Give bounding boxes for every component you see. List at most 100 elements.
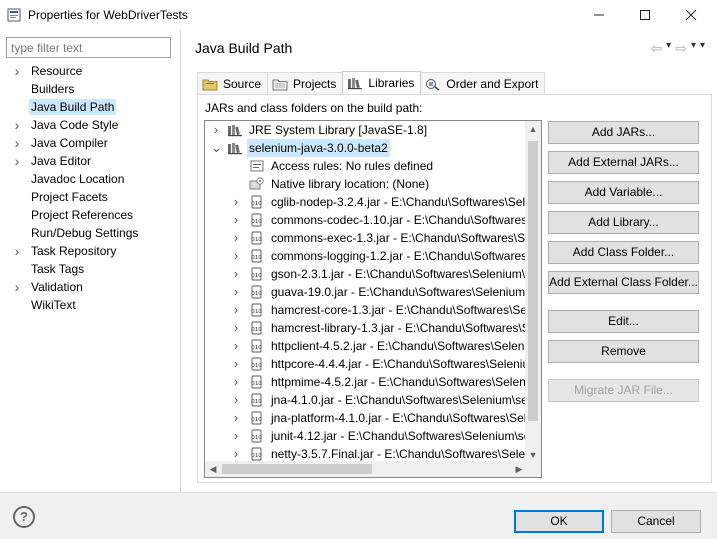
chevron-right-icon[interactable]: › [233, 302, 239, 317]
scroll-down-icon[interactable]: ▼ [528, 450, 538, 460]
chevron-right-icon[interactable]: › [14, 243, 20, 259]
library-row[interactable]: Native library location: (None) [205, 175, 527, 193]
nav-item[interactable]: › Java Compiler [0, 134, 181, 152]
nav-item[interactable]: › Task Repository [0, 242, 181, 260]
chevron-right-icon[interactable]: › [233, 356, 239, 371]
nav-item[interactable]: Run/Debug Settings [0, 224, 181, 242]
view-menu-icon[interactable]: ▾ [699, 40, 705, 51]
library-row-label: jna-platform-4.1.0.jar - E:\Chandu\Softw… [271, 411, 527, 425]
add-variable-button[interactable]: Add Variable... [548, 181, 699, 204]
add-external-class-folder-button[interactable]: Add External Class Folder... [548, 271, 699, 294]
scroll-up-icon[interactable]: ▲ [528, 124, 538, 134]
library-row-label: httpmime-4.5.2.jar - E:\Chandu\Softwares… [271, 375, 527, 389]
nav-item[interactable]: › Java Editor [0, 152, 181, 170]
minimize-button[interactable] [577, 0, 621, 30]
add-library-button[interactable]: Add Library... [548, 211, 699, 234]
chevron-right-icon[interactable]: › [233, 392, 239, 407]
chevron-right-icon[interactable]: › [233, 338, 239, 353]
nav-item[interactable]: Project References [0, 206, 181, 224]
chevron-right-icon[interactable]: › [233, 284, 239, 299]
nav-item-label: Project Facets [31, 190, 108, 204]
library-row[interactable]: ⌄selenium-java-3.0.0-beta2 [205, 139, 527, 157]
nav-item-label: Task Repository [31, 244, 117, 258]
nav-item[interactable]: WikiText [0, 296, 181, 314]
vertical-scroll-thumb[interactable] [528, 141, 538, 421]
chevron-right-icon[interactable]: › [14, 279, 20, 295]
chevron-right-icon[interactable]: › [233, 194, 239, 209]
forward-arrow-icon[interactable]: ⇨ [675, 40, 687, 56]
tab-projects[interactable]: Projects [267, 72, 344, 94]
filter-input[interactable] [6, 37, 171, 58]
horizontal-scroll-thumb[interactable] [222, 464, 372, 474]
forward-dropdown-icon[interactable]: ▾ [690, 40, 696, 51]
migrate-jar-button[interactable]: Migrate JAR File... [548, 379, 699, 402]
library-row[interactable]: Access rules: No rules defined [205, 157, 527, 175]
minimize-icon [594, 14, 604, 16]
chevron-right-icon[interactable]: › [14, 117, 20, 133]
back-dropdown-icon[interactable]: ▾ [666, 40, 672, 51]
nav-item[interactable]: Task Tags [0, 260, 181, 278]
chevron-right-icon[interactable]: › [213, 122, 219, 137]
nav-item-label: Java Editor [31, 154, 92, 168]
chevron-right-icon[interactable]: › [14, 135, 20, 151]
close-button[interactable] [669, 0, 713, 30]
chevron-right-icon[interactable]: › [233, 320, 239, 335]
svg-text:010: 010 [251, 363, 262, 369]
help-icon[interactable]: ? [13, 506, 35, 528]
chevron-right-icon[interactable]: › [233, 410, 239, 425]
libraries-tree[interactable]: ›JRE System Library [JavaSE-1.8]⌄seleniu… [204, 120, 542, 478]
scroll-left-icon[interactable]: ◀ [209, 464, 217, 474]
chevron-right-icon[interactable]: › [233, 428, 239, 443]
edit-button[interactable]: Edit... [548, 310, 699, 333]
tab-libraries[interactable]: Libraries [342, 71, 422, 94]
chevron-down-icon[interactable]: ⌄ [211, 140, 222, 155]
add-external-jars-button[interactable]: Add External JARs... [548, 151, 699, 174]
library-row[interactable]: ›JRE System Library [JavaSE-1.8] [205, 121, 527, 139]
nav-item[interactable]: Builders [0, 80, 181, 98]
nav-item[interactable]: Project Facets [0, 188, 181, 206]
back-arrow-icon[interactable]: ⇦ [650, 40, 663, 56]
add-class-folder-button[interactable]: Add Class Folder... [548, 241, 699, 264]
tab-source[interactable]: Source [197, 72, 269, 94]
chevron-right-icon[interactable]: › [233, 446, 239, 461]
nav-item[interactable]: ›Resource [0, 62, 181, 80]
scroll-corner [525, 461, 541, 477]
chevron-right-icon[interactable]: › [233, 212, 239, 227]
tab-order-and-export[interactable]: Order and Export [420, 72, 546, 94]
horizontal-scrollbar[interactable]: ◀ ▶ [205, 461, 527, 477]
nav-item[interactable]: ›Validation [0, 278, 181, 296]
nav-item[interactable]: ›Java Code Style [0, 116, 181, 134]
vertical-scrollbar[interactable]: ▲ ▼ [525, 121, 541, 463]
chevron-right-icon[interactable]: › [14, 153, 20, 169]
chevron-right-icon[interactable]: › [233, 230, 239, 245]
scroll-right-icon[interactable]: ▶ [515, 464, 523, 474]
maximize-button[interactable] [623, 0, 667, 30]
remove-button[interactable]: Remove [548, 340, 699, 363]
chevron-right-icon[interactable]: › [14, 63, 20, 79]
chevron-right-icon[interactable]: › [233, 374, 239, 389]
cancel-button[interactable]: Cancel [611, 510, 701, 533]
chevron-right-icon[interactable]: › [233, 248, 239, 263]
add-jars-button[interactable]: Add JARs... [548, 121, 699, 144]
ok-button[interactable]: OK [514, 510, 604, 533]
nav-item-label: Java Compiler [31, 136, 108, 150]
nav-item[interactable]: Java Build Path [0, 98, 181, 116]
nav-item[interactable]: Javadoc Location [0, 170, 181, 188]
chevron-right-icon[interactable]: › [233, 266, 239, 281]
